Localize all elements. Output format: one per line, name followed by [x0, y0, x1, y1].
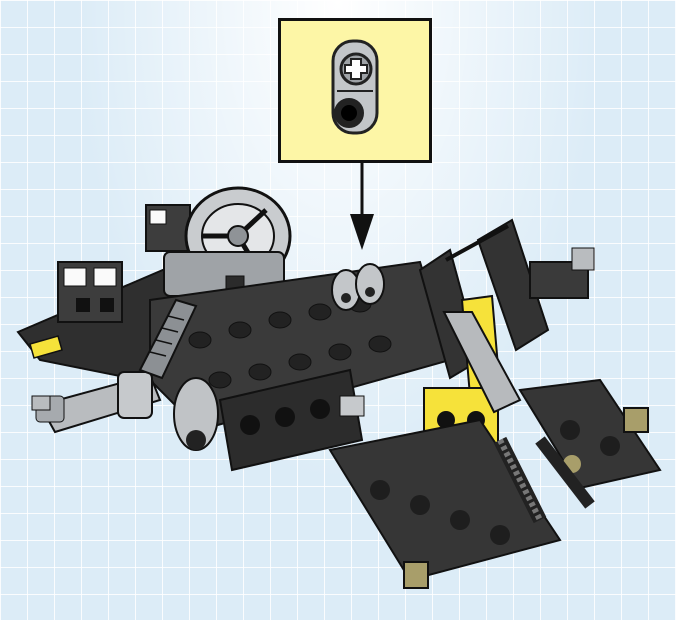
- shock-absorber: [493, 436, 595, 524]
- axle-pin-connector-icon: [331, 39, 379, 135]
- left-steering-arm: [35, 371, 219, 451]
- steering-wheel: [163, 186, 292, 335]
- parts-callout-box: [278, 18, 432, 163]
- axle-stub: [31, 247, 649, 589]
- arrow-down-icon: [350, 163, 374, 250]
- gear-rack: [138, 298, 198, 380]
- right-upright-frame: [418, 218, 595, 380]
- main-chassis-beam: [149, 260, 452, 472]
- axle-pin-connector: [331, 263, 385, 311]
